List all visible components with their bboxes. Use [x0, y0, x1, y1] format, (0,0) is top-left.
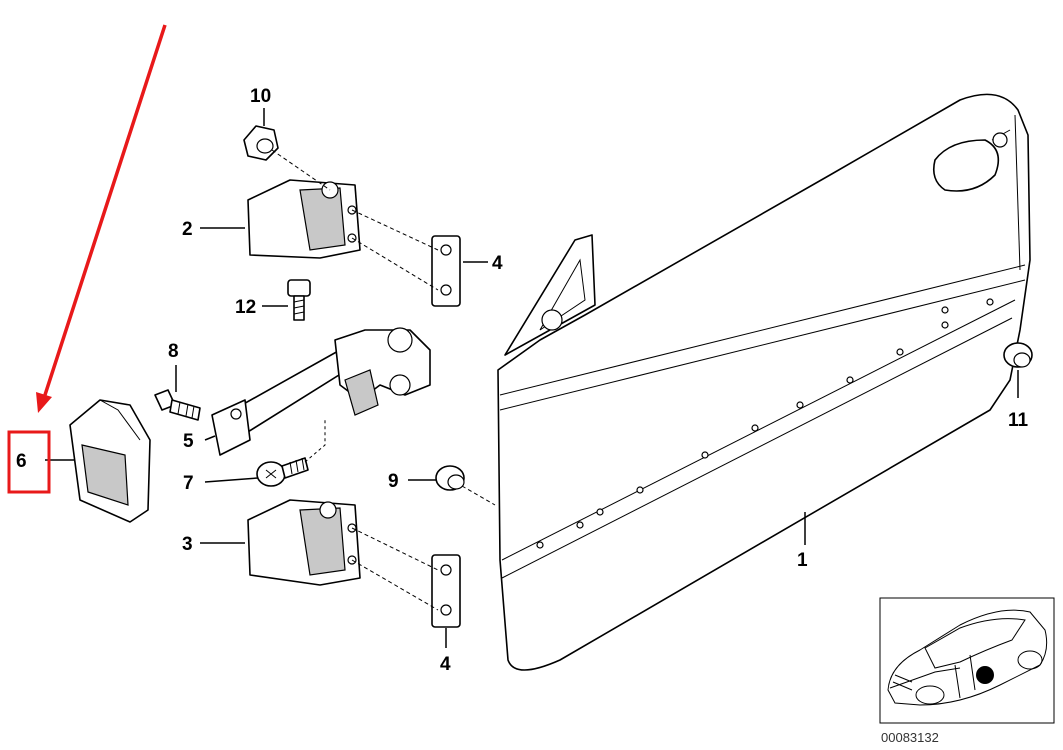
highlight-box: [7, 430, 51, 494]
grommet-11: [1003, 342, 1033, 368]
callout-12: 12: [235, 297, 256, 318]
callout-7: 7: [183, 473, 194, 494]
callout-6: 6: [16, 451, 27, 472]
bolt: [287, 279, 311, 321]
callout-4a: 4: [492, 253, 503, 274]
callout-9: 9: [388, 471, 399, 492]
leader-lines: [45, 108, 1019, 648]
callout-1: 1: [797, 550, 808, 571]
callout-8: 8: [168, 341, 179, 362]
door-shell: [497, 93, 1031, 671]
red-arrow-icon: [36, 24, 167, 413]
reference-number: 00083132: [881, 730, 939, 745]
callout-4b: 4: [440, 654, 451, 675]
screw: [256, 420, 326, 487]
callout-5: 5: [183, 431, 194, 452]
callout-labels: 1 2 3 4 4 5 6 7 8 9 10 11 12: [16, 86, 1029, 675]
mounting-plate-upper: [351, 209, 461, 307]
stud-bolt: [154, 389, 201, 421]
callout-10: 10: [250, 86, 271, 107]
mounting-plate-lower: [351, 527, 461, 628]
lower-hinge: [247, 499, 361, 586]
door-stop-buffer: [69, 399, 151, 523]
hex-nut: [243, 125, 331, 191]
callout-3: 3: [182, 534, 193, 555]
grommet-9: [435, 465, 496, 506]
callout-2: 2: [182, 219, 193, 240]
callout-11: 11: [1008, 410, 1029, 431]
car-locator-icon: [879, 597, 1055, 724]
upper-hinge: [247, 179, 361, 259]
door-check-strap: [211, 327, 431, 456]
